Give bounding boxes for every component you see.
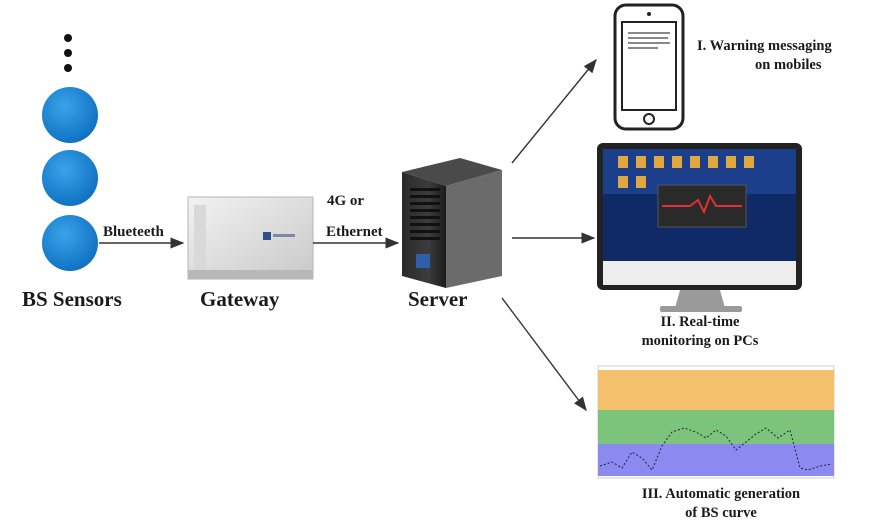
mobile-phone — [613, 3, 685, 131]
gateway-label: Gateway — [200, 287, 280, 311]
bluetooth-link-label: Blueteeth — [103, 224, 164, 240]
curve-output-line2: of BS curve — [685, 505, 757, 521]
server-tower — [402, 158, 502, 288]
pc-output-label: II. Real-time monitoring on PCs — [620, 313, 780, 351]
network-link-label-line2: Ethernet — [326, 224, 383, 240]
mobile-output-line2: on mobiles — [755, 57, 822, 73]
sensors-label: BS Sensors — [22, 287, 122, 311]
gateway-device — [187, 196, 314, 280]
curve-output-label: III. Automatic generation of BS curve — [608, 485, 834, 523]
sensor-ball-3 — [42, 215, 98, 271]
mobile-output-line1: I. Warning messaging — [697, 38, 832, 54]
sensor-ball-1 — [42, 87, 98, 143]
pc-monitor — [597, 143, 802, 312]
server-label: Server — [408, 287, 468, 311]
curve-line — [599, 427, 833, 471]
curve-band-bottom — [598, 444, 834, 476]
curve-band-top — [598, 370, 834, 410]
pc-output-line1: II. Real-time — [660, 314, 740, 330]
ellipsis-dots — [64, 34, 72, 72]
pc-output-line2: monitoring on PCs — [641, 333, 759, 349]
network-link-label-line1: 4G or — [327, 193, 365, 209]
mobile-output-label: I. Warning messaging on mobiles — [697, 37, 832, 75]
curve-band-middle — [598, 410, 834, 444]
arrow-to-curve — [501, 297, 587, 412]
bs-curve-chart — [597, 365, 835, 479]
sensor-ball-2 — [42, 150, 98, 206]
arrow-to-mobile — [511, 58, 597, 164]
curve-output-line1: III. Automatic generation — [641, 486, 801, 502]
